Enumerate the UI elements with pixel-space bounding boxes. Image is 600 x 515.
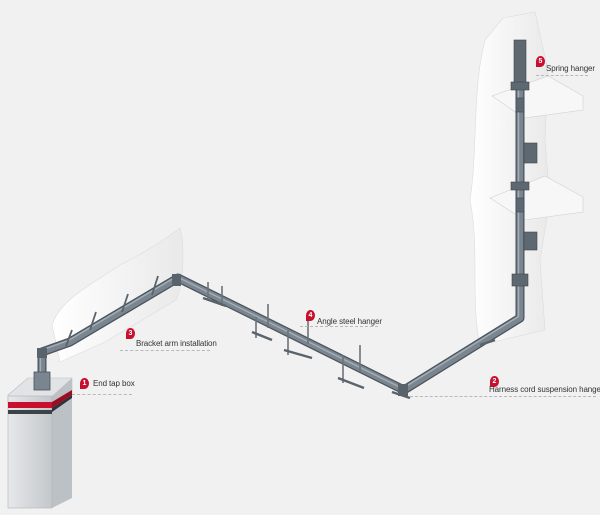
leader-line-3 [120,350,210,351]
riser-fittings [510,39,538,287]
callout-bracket-arm-installation: 3 [126,328,139,339]
callout-label: Harness cord suspension hanger [489,385,600,394]
leader-line-2 [410,396,596,397]
callout-spring-hanger-label: Spring hanger [546,64,595,73]
callout-spring-hanger: 5 [536,56,549,67]
callout-number-badge: 3 [126,328,135,339]
busway-run [37,43,525,395]
callout-number-badge: 5 [536,56,545,67]
end-tap-box-cabinet [7,371,73,509]
hanger-rods [207,282,361,383]
joint-marks [37,274,408,396]
bracket-arms [65,275,159,347]
callout-number-badge: 4 [306,310,315,321]
callout-angle-steel-label: Angle steel hanger [317,317,382,326]
callout-harness-cord-suspension-hanger: 2 [490,376,503,387]
callout-end-tap-box: 1 End tap box [80,378,135,389]
callout-number-badge: 2 [490,376,499,387]
callout-angle-steel-hanger: 4 [306,310,319,321]
callout-label: Angle steel hanger [317,317,382,326]
callout-label: End tap box [93,379,135,388]
callout-label: Bracket arm installation [136,339,217,348]
leader-line-4 [300,326,378,327]
callout-harness-cord-label: Harness cord suspension hanger [489,385,600,394]
callout-label: Spring hanger [546,64,595,73]
callout-bracket-arm-label: Bracket arm installation [136,339,217,348]
leader-line-1 [72,394,132,395]
leader-line-5 [536,75,588,76]
callout-number-badge: 1 [80,378,89,389]
